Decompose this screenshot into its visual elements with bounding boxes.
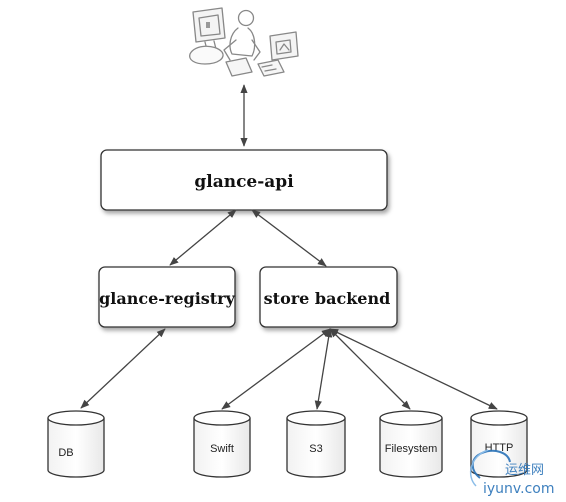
arrow-store-s3: [314, 328, 333, 410]
filesystem-cylinder: Filesystem: [379, 410, 443, 478]
store-backend-box: store backend: [259, 266, 398, 328]
s3-cylinder: S3: [286, 410, 346, 478]
user-workstation-icon: [189, 7, 299, 77]
glance-registry-box: glance-registry: [98, 266, 236, 328]
filesystem-label: Filesystem: [385, 443, 438, 455]
swift-label: Swift: [210, 443, 234, 455]
db-cylinder: DB: [47, 410, 105, 478]
store-backend-label: store backend: [264, 289, 391, 308]
arrow-api-registry: [169, 209, 237, 266]
watermark: 运维网 iyunv.com: [469, 449, 554, 497]
glance-api-label: glance-api: [194, 172, 294, 192]
arrow-store-filesystem: [329, 328, 411, 410]
arrow-store-http: [329, 328, 498, 410]
glance-api-box: glance-api: [100, 149, 388, 211]
watermark-logo-icon: [469, 449, 511, 487]
arrow-store-swift: [221, 328, 331, 410]
glance-registry-label: glance-registry: [99, 289, 236, 308]
http-cylinder: HTTP: [470, 410, 528, 478]
store-arrows: [221, 328, 498, 410]
s3-label: S3: [309, 443, 322, 455]
watermark-line2: iyunv.com: [483, 481, 554, 497]
swift-cylinder: Swift: [193, 410, 251, 478]
db-label: DB: [58, 447, 73, 459]
arrow-registry-db: [80, 328, 166, 409]
arrow-api-store: [251, 209, 327, 267]
watermark-line1: 运维网: [505, 463, 544, 478]
